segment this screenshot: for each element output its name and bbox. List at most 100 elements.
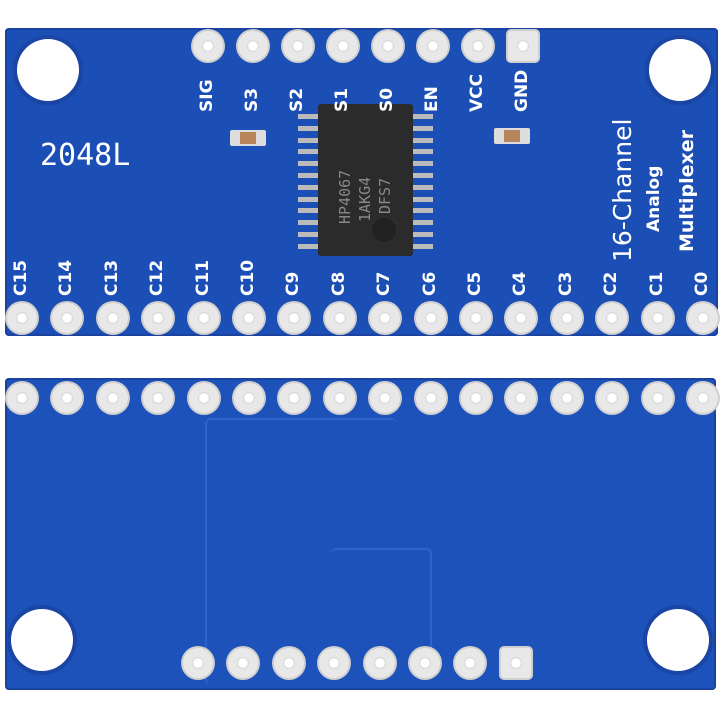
chip-leg xyxy=(298,208,318,214)
chip-leg xyxy=(298,232,318,237)
chip-leg xyxy=(298,125,318,131)
chip-leg xyxy=(298,161,318,167)
pin-pad xyxy=(370,383,401,413)
pin-pad-gnd xyxy=(508,31,538,61)
pin-label-c11: C11 xyxy=(192,259,213,296)
pin-label-c7: C7 xyxy=(374,271,395,296)
mounting-hole xyxy=(649,39,711,101)
pin-label-c10: C10 xyxy=(238,259,258,296)
pin-pad xyxy=(506,383,537,413)
pin-label-c4: C4 xyxy=(510,271,531,296)
pin-pad xyxy=(642,383,673,413)
chip-leg xyxy=(413,208,433,214)
pin-pad-c4 xyxy=(506,303,537,333)
pin-pad xyxy=(551,383,582,413)
mux-chip: HP4067 1AKG4 DFS7 xyxy=(318,104,413,256)
pin-label-c9: C9 xyxy=(283,271,304,296)
title-line-2: Analog xyxy=(644,165,664,232)
pin-label-c5: C5 xyxy=(465,271,485,296)
chip-leg xyxy=(413,173,433,178)
pin-pad xyxy=(143,383,174,413)
pin-pad xyxy=(461,383,491,413)
mounting-hole xyxy=(11,609,73,671)
pin-pad xyxy=(52,383,83,413)
pin-pad xyxy=(183,648,213,678)
pin-pad-c8 xyxy=(324,303,355,333)
board-marking: 2048L xyxy=(40,138,131,173)
pin-pad xyxy=(410,648,440,678)
pin-pad xyxy=(597,383,628,413)
pin-label-c0: C0 xyxy=(692,271,712,296)
title-line-3: Multiplexer xyxy=(676,129,698,252)
pin-pad-sig xyxy=(193,31,223,61)
pin-pad-c9 xyxy=(279,303,310,333)
pin-label-c12: C12 xyxy=(147,259,168,296)
pin-pad xyxy=(415,383,446,413)
pin-pad-s3 xyxy=(238,31,268,61)
chip-leg xyxy=(413,232,433,237)
pin-pad-c2 xyxy=(597,303,628,333)
resistor xyxy=(494,128,530,144)
pin-pad-c7 xyxy=(370,303,401,333)
chip-leg xyxy=(298,149,318,155)
pin-pad-c11 xyxy=(188,303,219,333)
pin-pad xyxy=(188,383,219,413)
pin-label-s3: S3 xyxy=(242,87,262,112)
chip-leg xyxy=(413,196,433,202)
pin-pad xyxy=(7,383,37,413)
chip-leg xyxy=(413,125,433,131)
trace xyxy=(330,548,432,680)
pin-pad-s1 xyxy=(328,31,358,61)
pin-label-sig: SIG xyxy=(197,79,217,112)
pin-pad-en xyxy=(418,31,448,61)
chip-leg xyxy=(298,243,318,249)
chip-leg xyxy=(298,114,318,119)
pin-label-vcc: VCC xyxy=(467,73,487,112)
pin-pad xyxy=(97,383,128,413)
pin-label-c3: C3 xyxy=(555,271,576,296)
chip-leg xyxy=(413,161,433,167)
pin-label-c14: C14 xyxy=(56,259,77,296)
pin-label-gnd: GND xyxy=(512,69,532,112)
pin-pad-vcc xyxy=(463,31,493,61)
chip-leg xyxy=(298,184,318,190)
pin-pad xyxy=(234,383,264,413)
pin-pad-c14 xyxy=(52,303,83,333)
chip-text-1: HP4067 xyxy=(336,169,354,224)
pcb-bottom-view xyxy=(5,378,716,690)
pin-pad xyxy=(688,383,718,413)
chip-leg xyxy=(413,149,433,155)
chip-leg xyxy=(298,137,318,143)
chip-leg xyxy=(298,196,318,202)
pin-label-c13: C13 xyxy=(101,259,122,296)
pin-pad-c5 xyxy=(461,303,491,333)
trace xyxy=(205,418,397,685)
pin-pad-s0 xyxy=(373,31,403,61)
pin-pad-c6 xyxy=(415,303,446,333)
mounting-hole xyxy=(17,39,79,101)
pin1-dot xyxy=(370,216,398,244)
pin-pad xyxy=(279,383,310,413)
pin-pad-c13 xyxy=(97,303,128,333)
pin-pad-c15 xyxy=(7,303,37,333)
chip-text-3: DFS7 xyxy=(376,177,394,214)
pin-pad xyxy=(319,648,350,678)
pin-label-c6: C6 xyxy=(419,271,440,296)
pin-pad xyxy=(500,648,531,678)
pin-label-s0: S0 xyxy=(377,87,397,112)
pin-label-s1: S1 xyxy=(332,87,352,112)
pin-pad-c10 xyxy=(234,303,264,333)
pin-label-c8: C8 xyxy=(328,271,349,296)
pin-pad-c3 xyxy=(551,303,582,333)
chip-leg xyxy=(413,184,433,190)
chip-text-2: 1AKG4 xyxy=(356,176,374,222)
chip-leg xyxy=(413,114,433,119)
chip-leg xyxy=(298,173,318,178)
title-line-1: 16-Channel xyxy=(608,118,637,262)
pin-label-s2: S2 xyxy=(287,87,307,112)
pin-label-en: EN xyxy=(422,86,442,112)
pin-pad xyxy=(273,648,304,678)
chip-leg xyxy=(298,220,318,226)
resistor xyxy=(230,130,266,146)
pin-pad xyxy=(455,648,486,678)
